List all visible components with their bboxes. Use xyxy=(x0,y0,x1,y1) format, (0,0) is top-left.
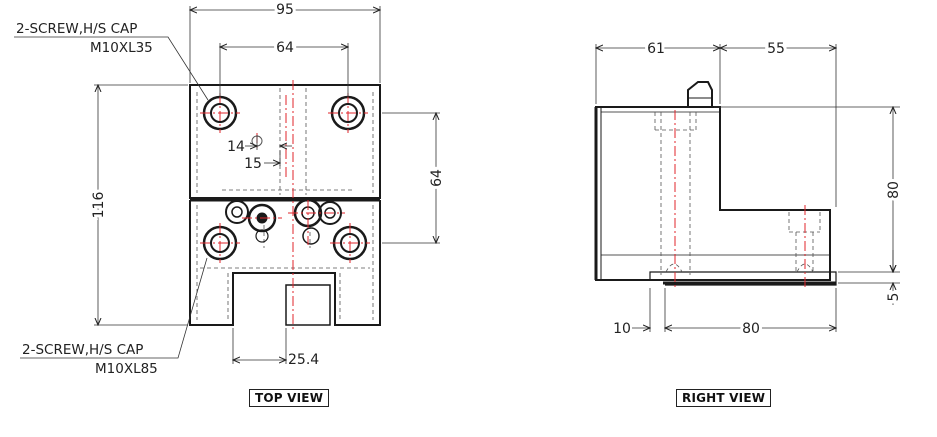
callout-top-line2: M10XL35 xyxy=(90,40,153,56)
dim-right-len: 55 xyxy=(767,41,785,57)
dim-offset-10: 10 xyxy=(613,321,631,337)
dim-base-thk: 5 xyxy=(886,293,902,302)
dim-rv-height: 80 xyxy=(886,181,902,199)
top-view-screw-heads xyxy=(202,95,368,261)
right-view-dimensions xyxy=(596,44,900,332)
dim-hole-spacing-top: 64 xyxy=(276,40,294,56)
right-view-profile xyxy=(595,106,831,281)
top-view-hidden-lines xyxy=(196,88,374,320)
dim-overall-width: 95 xyxy=(276,2,294,18)
top-view-dimensions xyxy=(14,6,440,364)
callout-bottom-line1: 2-SCREW,H/S CAP xyxy=(22,342,143,358)
top-view-centerlines xyxy=(200,80,370,330)
dim-slot-width: 25.4 xyxy=(288,352,319,368)
top-view-lower-block xyxy=(189,200,381,326)
right-view xyxy=(594,81,837,290)
top-view-label: TOP VIEW xyxy=(249,389,330,407)
dim-offset-15: 15 xyxy=(244,156,262,172)
right-view-dim-text: 61 55 80 5 10 80 xyxy=(613,38,905,340)
callout-top-line1: 2-SCREW,H/S CAP xyxy=(16,21,137,37)
right-view-base-step xyxy=(649,271,837,286)
top-view-dim-text: 95 64 116 64 14 15 25.4 2-SCREW,H/S CAP … xyxy=(16,0,448,377)
right-view-top-nub xyxy=(687,81,713,107)
callout-bottom-line2: M10XL85 xyxy=(95,361,158,377)
top-view xyxy=(189,80,381,330)
right-view-label: RIGHT VIEW xyxy=(676,389,772,407)
dim-left-len: 61 xyxy=(647,41,665,57)
top-view-clamp-nub xyxy=(285,284,331,326)
right-view-hidden-lines xyxy=(654,112,821,275)
top-view-upper-block xyxy=(189,84,381,199)
dim-base-len: 80 xyxy=(742,321,760,337)
right-view-centerlines xyxy=(674,110,806,290)
dim-hole-spacing-side: 64 xyxy=(429,169,445,187)
dim-offset-14: 14 xyxy=(227,139,245,155)
dim-height: 116 xyxy=(91,192,107,219)
